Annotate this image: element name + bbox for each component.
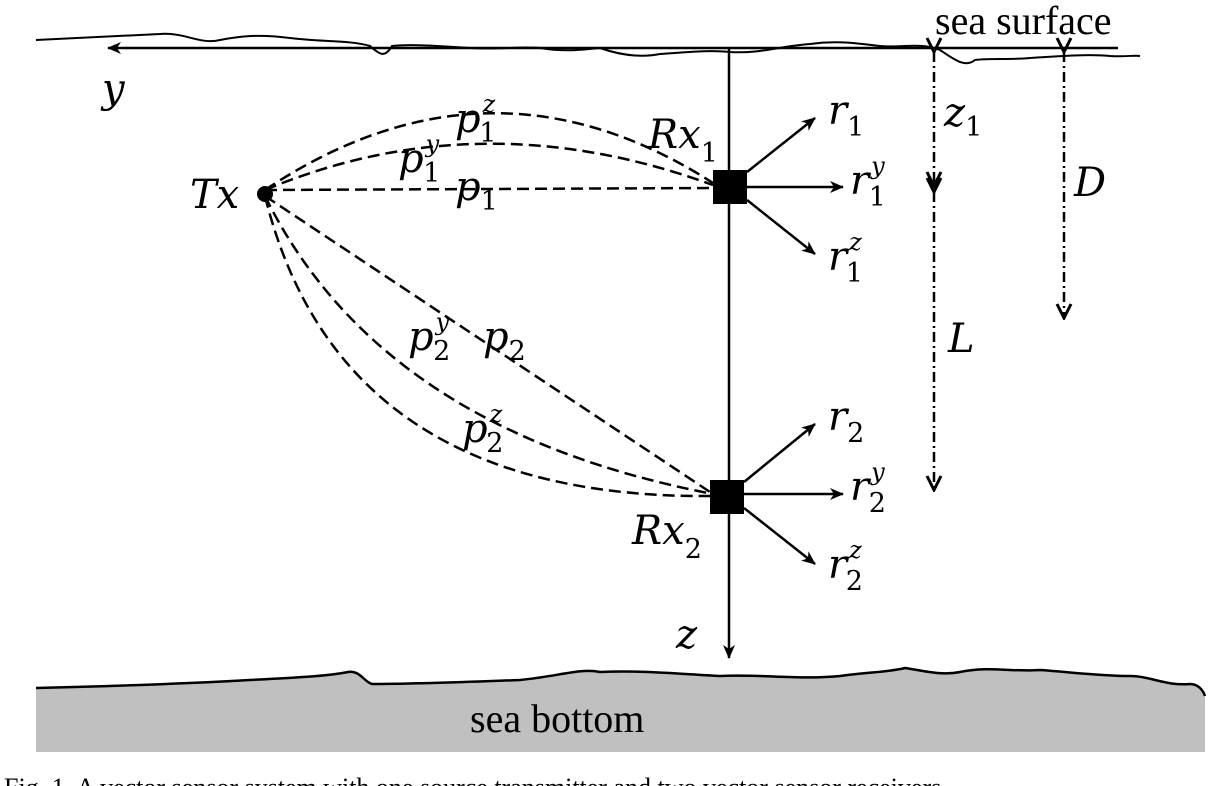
- figure-caption-fragment: Fig. 1. A vector sensor system with one …: [4, 773, 941, 786]
- tx-label: Tx: [190, 172, 239, 218]
- receiver-2-square: [710, 480, 744, 514]
- p1-label: p1: [455, 164, 498, 217]
- r1z-arrow: [746, 199, 816, 255]
- receiver-1-square: [713, 170, 747, 204]
- y-axis-label: y: [100, 66, 126, 112]
- path-p1y: [264, 142, 714, 192]
- r2-arrow: [743, 423, 816, 483]
- L-label: L: [947, 316, 975, 362]
- path-p2z: [263, 195, 714, 498]
- r2z-arrow: [743, 507, 816, 565]
- z1-label: z1: [943, 90, 982, 143]
- p2-label: p2: [483, 314, 526, 367]
- path-p2y: [263, 195, 714, 496]
- r2-label: r2: [828, 394, 864, 449]
- sea-bottom-area: [36, 668, 1205, 752]
- rx1-label: Rx1: [647, 112, 718, 169]
- sea-surface-label: sea surface: [935, 0, 1112, 43]
- sea-bottom-label: sea bottom: [470, 696, 644, 741]
- path-p1z: [264, 111, 714, 192]
- sea-bottom-line: [35, 666, 1207, 697]
- r1-label: r1: [828, 88, 864, 143]
- sea-surface-line: [35, 32, 1141, 65]
- r1-arrow: [746, 117, 816, 173]
- D-label: D: [1073, 160, 1106, 206]
- path-p1: [264, 186, 714, 192]
- z-axis-label: z: [675, 612, 698, 658]
- rx2-label: Rx2: [631, 508, 702, 565]
